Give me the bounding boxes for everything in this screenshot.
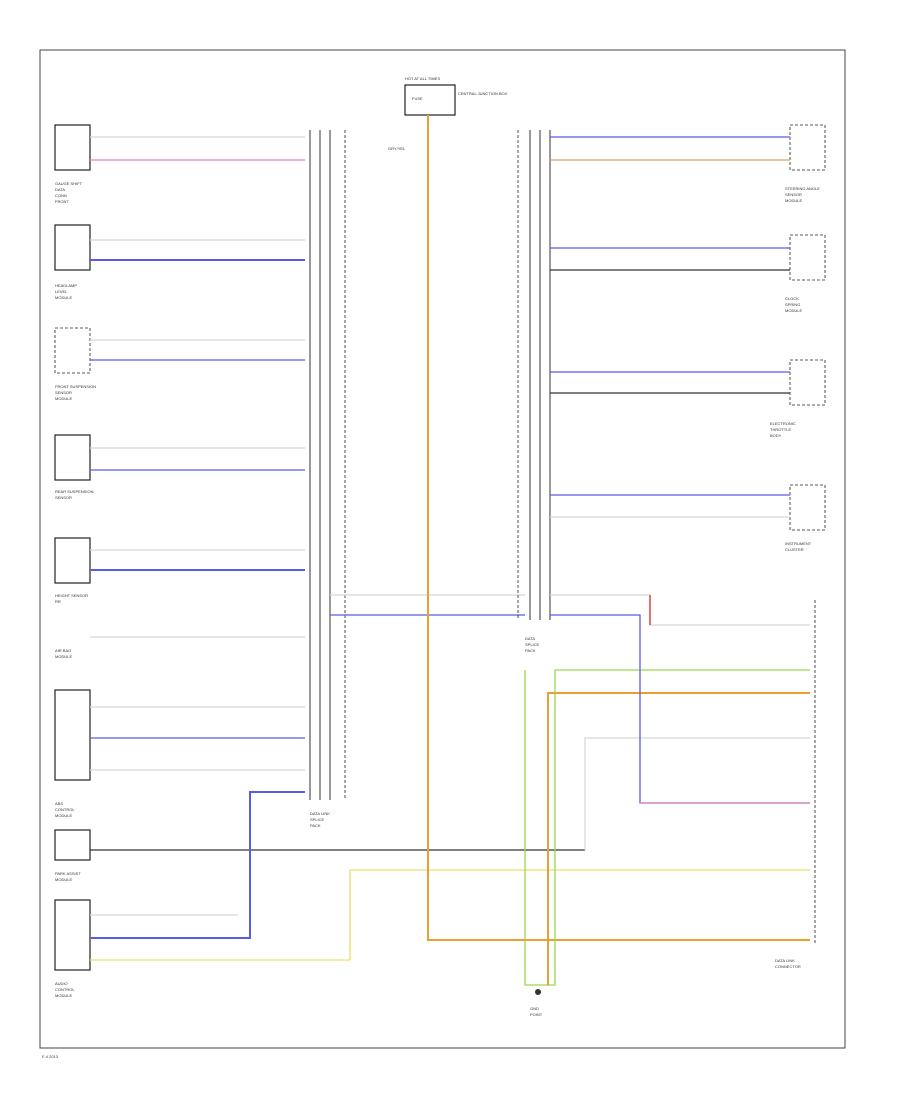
c2-label-2: LEVEL: [55, 289, 68, 294]
c1-label-4: FRONT: [55, 199, 69, 204]
c5-label-2: RR: [55, 599, 61, 604]
c9-label-2: CONTROL: [55, 987, 75, 992]
left-bus-label-3: PACK: [310, 823, 321, 828]
dlc-wht: [584, 737, 810, 850]
c3-label-3: MODULE: [55, 396, 72, 401]
c7-label: ABS: [55, 801, 63, 806]
r3-label-2: THROTTLE: [770, 427, 791, 432]
component-r4: [789, 484, 826, 531]
r1-label-2: SENSOR: [785, 192, 802, 197]
component-r2: [789, 234, 826, 281]
footer-code: F-4 2013: [42, 1054, 59, 1059]
r2-label-3: MODULE: [785, 308, 802, 313]
component-c3: [54, 327, 91, 374]
c9-label-3: MODULE: [55, 993, 72, 998]
right-bus-label-2: SPLICE: [525, 642, 540, 647]
component-c4: [54, 434, 91, 481]
component-c8: [54, 899, 91, 971]
right-bus-label: DATA: [525, 636, 535, 641]
c1-label: GAUGE SHIFT: [55, 181, 83, 186]
c8-label: PARK ASSIST: [55, 871, 81, 876]
component-c6: [54, 689, 91, 781]
fuse-box: [404, 84, 456, 116]
r3-label-3: BODY: [770, 433, 782, 438]
component-r1: [789, 124, 826, 171]
r5-label: DATA LINK: [775, 958, 795, 963]
component-r3: [789, 359, 826, 406]
c5-label: HEIGHT SENSOR: [55, 593, 88, 598]
c2-label: HEADLAMP: [55, 283, 77, 288]
ground-label-2: POINT: [530, 1012, 543, 1017]
c4-label-2: SENSOR: [55, 495, 72, 500]
power-source: HOT AT ALL TIMES FUSE CENTRAL JUNCTION B…: [388, 76, 810, 941]
dlc-org: [547, 692, 810, 985]
right-bus-label-3: PACK: [525, 648, 536, 653]
ground: GND POINT: [530, 989, 543, 1017]
r4-label: INSTRUMENT: [785, 541, 812, 546]
left-component-labels: GAUGE SHIFT DATA CONN FRONT HEADLAMP LEV…: [55, 181, 96, 998]
r2-label: CLOCK: [785, 296, 799, 301]
diagram-frame: [39, 49, 846, 1049]
c6-label: AIR BAG: [55, 648, 71, 653]
c7-label-2: CONTROL: [55, 807, 75, 812]
left-components: [54, 124, 91, 971]
right-splice-bus: DATA SPLICE PACK: [517, 130, 551, 653]
r2-label-2: SPRING: [785, 302, 800, 307]
right-wires: [550, 136, 790, 518]
dlc-grn: [524, 669, 810, 986]
r1-label: STEERING ANGLE: [785, 186, 820, 191]
r3-label: ELECTRONIC: [770, 421, 796, 426]
c3-label-2: SENSOR: [55, 390, 72, 395]
left-bus-label: DATA LINK: [310, 811, 330, 816]
source-wire-label: GRY/YEL: [388, 146, 406, 151]
dlc-wires: [524, 594, 816, 986]
c2-label-3: MODULE: [55, 295, 72, 300]
left-wires: [90, 136, 810, 961]
component-c2: [54, 224, 91, 271]
dlc-blu-pnk: [550, 614, 810, 804]
c9-label: AUDIO: [55, 981, 68, 986]
c6-label-2: MODULE: [55, 654, 72, 659]
r1-label-3: MODULE: [785, 198, 802, 203]
r4-label-2: CLUSTER: [785, 547, 804, 552]
wire-source-org: [427, 115, 810, 941]
c4-label: REAR SUSPENSION: [55, 489, 94, 494]
source-label-c: CENTRAL JUNCTION BOX: [458, 91, 508, 96]
c8-label-2: MODULE: [55, 877, 72, 882]
source-label-b: FUSE: [412, 96, 423, 101]
component-c7: [54, 829, 91, 861]
component-c5: [54, 537, 91, 584]
c1-label-2: DATA: [55, 187, 65, 192]
r5-label-2: CONNECTOR: [775, 964, 801, 969]
c7-label-3: MODULE: [55, 813, 72, 818]
c3-label: FRONT SUSPENSION: [55, 384, 96, 389]
c1-label-3: CONN: [55, 193, 67, 198]
left-bus-label-2: SPLICE: [310, 817, 325, 822]
dlc-wht-red: [550, 594, 810, 626]
wire-c8-b: [90, 791, 305, 939]
wire-c8-c: [90, 869, 810, 961]
ground-point: [535, 989, 541, 995]
right-components: STEERING ANGLE SENSOR MODULE CLOCK SPRIN…: [770, 124, 826, 969]
source-label-a: HOT AT ALL TIMES: [405, 76, 440, 81]
left-splice-bus: DATA LINK SPLICE PACK: [309, 130, 346, 828]
ground-label: GND: [530, 1006, 539, 1011]
component-c1: [54, 124, 91, 171]
